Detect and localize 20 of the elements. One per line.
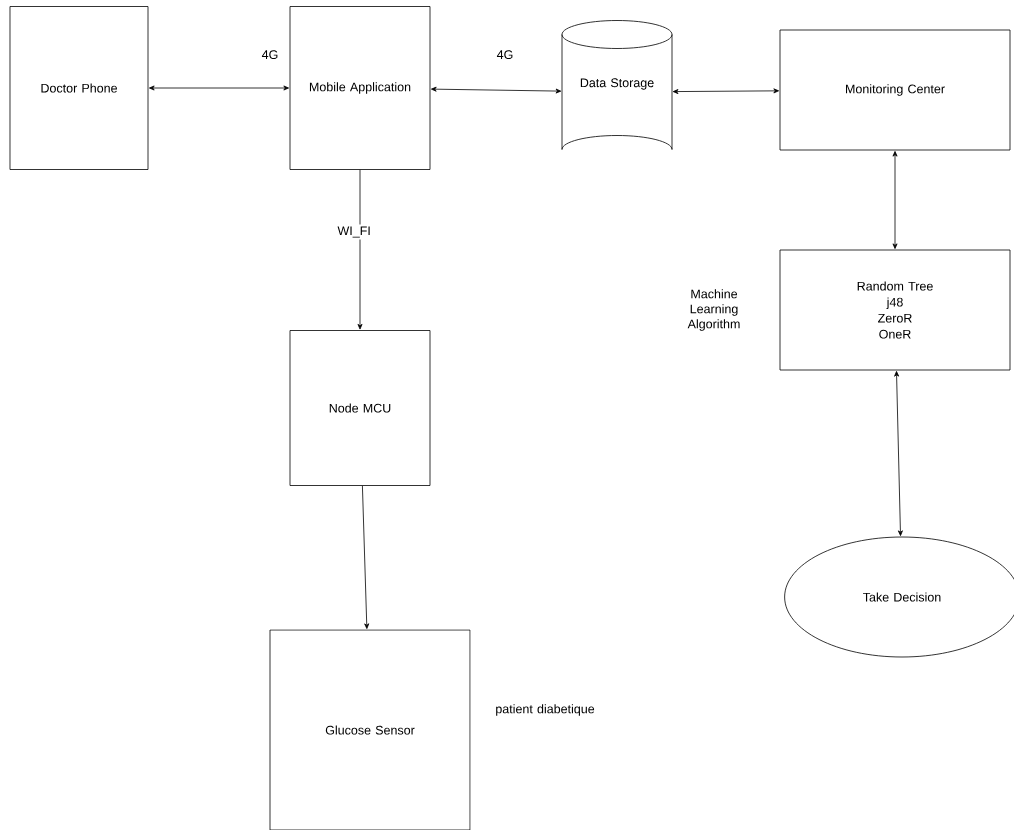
arrow xyxy=(892,151,898,249)
side-note: patient diabetique xyxy=(496,704,595,716)
arrow xyxy=(357,169,363,330)
arrow xyxy=(362,485,370,629)
process-box: Glucose Sensor xyxy=(269,629,471,830)
process-box: Node MCU xyxy=(289,330,431,486)
arrow xyxy=(431,86,562,94)
process-box: Mobile Application xyxy=(289,6,431,170)
node-label: Data Storage xyxy=(580,78,654,90)
database-cylinder: Data Storage xyxy=(561,20,673,150)
arrow xyxy=(149,85,289,91)
process-box: Random Tree j48 ZeroR OneR xyxy=(779,249,1011,371)
arrow xyxy=(894,371,903,536)
process-box: Doctor Phone xyxy=(9,6,149,170)
arrow xyxy=(672,88,779,95)
edge-label: 4G xyxy=(494,48,516,62)
process-box: Monitoring Center xyxy=(779,29,1011,151)
edge-label: 4G xyxy=(259,48,281,62)
edge-label: WI_FI xyxy=(335,224,373,240)
side-note: Machine Learning Algorithm xyxy=(687,289,740,331)
